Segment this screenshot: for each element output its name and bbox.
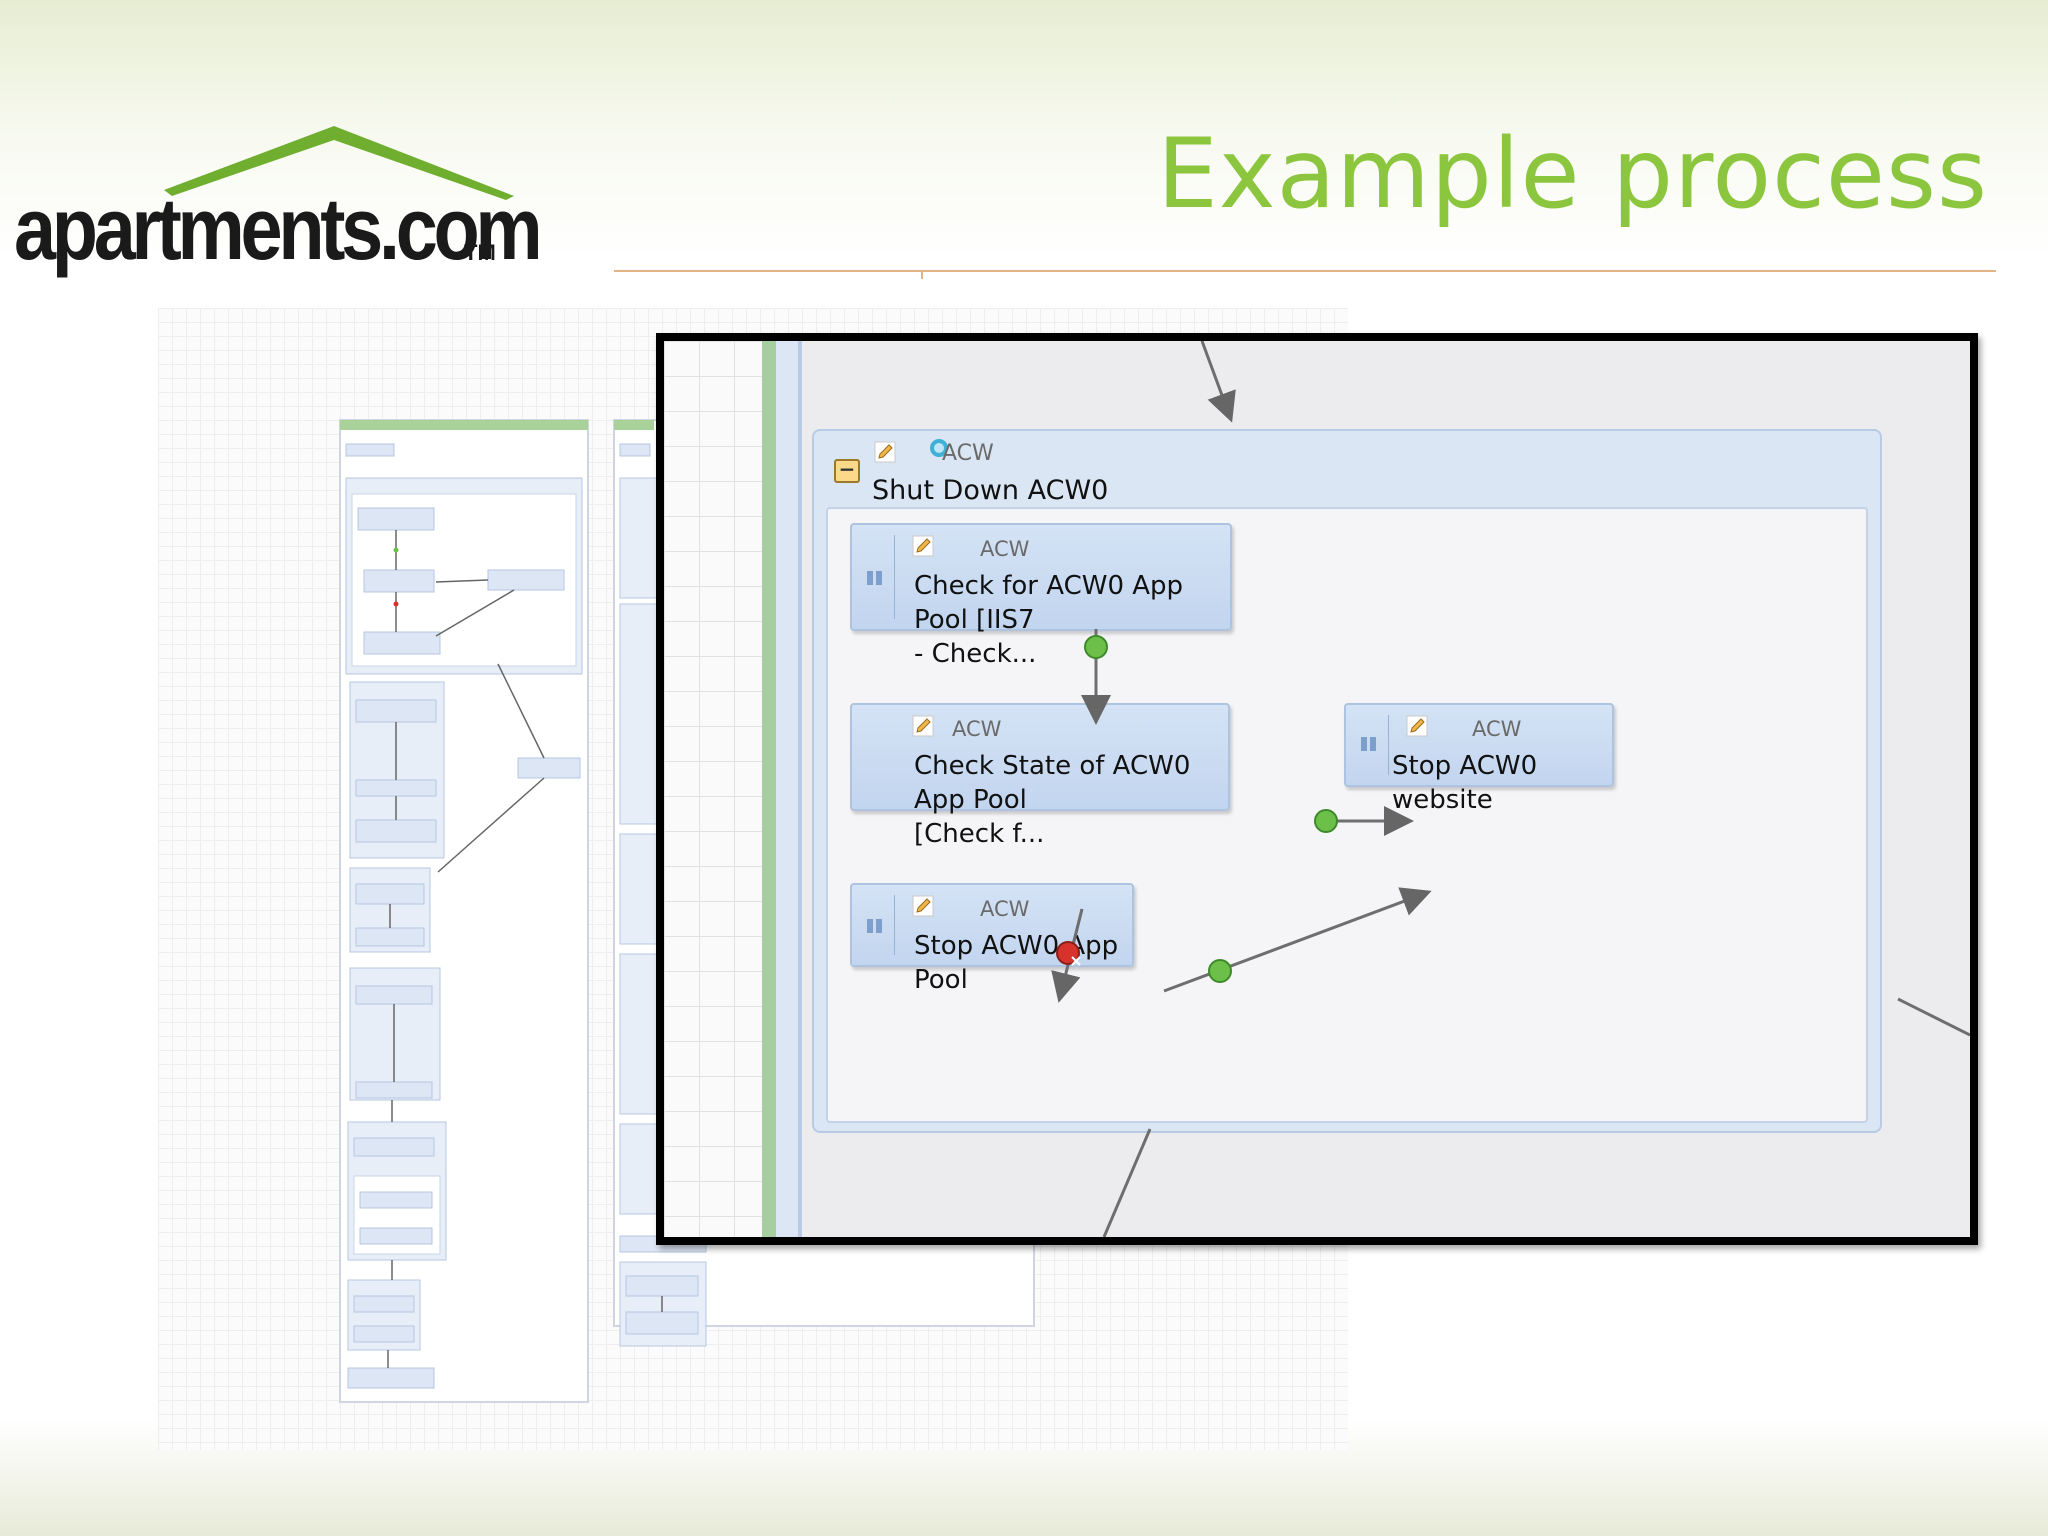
group-body: ACW Check for ACW0 App Pool [IIS7 - Chec… [826, 507, 1868, 1123]
canvas-grid [664, 341, 762, 1237]
column-header-strip [762, 341, 776, 1237]
node-label: Check for ACW0 App Pool [IIS7 - Check... [914, 569, 1230, 671]
node-subtitle: ACW [1472, 717, 1522, 741]
group-shut-down-acw0[interactable]: − ACW Shut Down ACW0 ACW Check for ACW [812, 429, 1882, 1133]
group-title: Shut Down ACW0 [872, 475, 1109, 506]
node-label-line: Check State of ACW0 App Pool [914, 751, 1191, 815]
pencil-icon[interactable] [912, 715, 934, 737]
group-subtitle: ACW [942, 441, 994, 466]
node-label-line: Stop ACW0 App Pool [914, 931, 1119, 995]
pause-icon[interactable] [866, 569, 884, 587]
column-border-strip [798, 341, 802, 1237]
node-label: Stop ACW0 website [1392, 749, 1612, 817]
logo-wordmark: apartments.com [14, 179, 543, 278]
logo-trademark: TM [464, 240, 496, 265]
gear-icon [930, 439, 948, 457]
node-divider [894, 535, 895, 619]
connector-incoming [1200, 341, 1236, 423]
column-body-strip [776, 341, 798, 1237]
node-label: Stop ACW0 App Pool [914, 929, 1132, 997]
node-label: Check State of ACW0 App Pool [Check f... [914, 749, 1228, 851]
node-label-line: [Check f... [914, 819, 1045, 849]
node-label-line: - Check... [914, 639, 1037, 669]
pause-icon[interactable] [866, 917, 884, 935]
node-subtitle: ACW [952, 717, 1002, 741]
node-label-line: Stop ACW0 website [1392, 751, 1538, 815]
node-stop-acw0-app-pool[interactable]: ACW Stop ACW0 App Pool [850, 883, 1134, 995]
node-subtitle: ACW [980, 537, 1030, 561]
node-label-line: Check for ACW0 App Pool [IIS7 [914, 571, 1184, 635]
pause-icon[interactable] [1360, 735, 1378, 753]
node-check-for-acw0-app-pool[interactable]: ACW Check for ACW0 App Pool [IIS7 - Chec… [850, 523, 1232, 669]
divider-tick [921, 272, 923, 279]
node-divider [1388, 715, 1389, 775]
node-stop-acw0-website[interactable]: ACW Stop ACW0 website [1344, 703, 1614, 815]
collapse-icon[interactable]: − [834, 459, 860, 483]
roof-icon [164, 126, 514, 200]
node-divider [894, 895, 895, 955]
pencil-icon[interactable] [912, 895, 934, 917]
pencil-icon[interactable] [874, 441, 896, 463]
title-divider [614, 270, 1996, 272]
slide-title: Example process [1157, 118, 1988, 230]
node-subtitle: ACW [980, 897, 1030, 921]
pencil-icon[interactable] [1406, 715, 1428, 737]
pencil-icon[interactable] [912, 535, 934, 557]
zoomed-workflow-panel: − ACW Shut Down ACW0 ACW Check for ACW [656, 333, 1978, 1245]
apartments-logo: apartments.com TM [14, 126, 543, 286]
node-check-state-of-acw0-app-pool[interactable]: ACW Check State of ACW0 App Pool [Check … [850, 703, 1230, 849]
